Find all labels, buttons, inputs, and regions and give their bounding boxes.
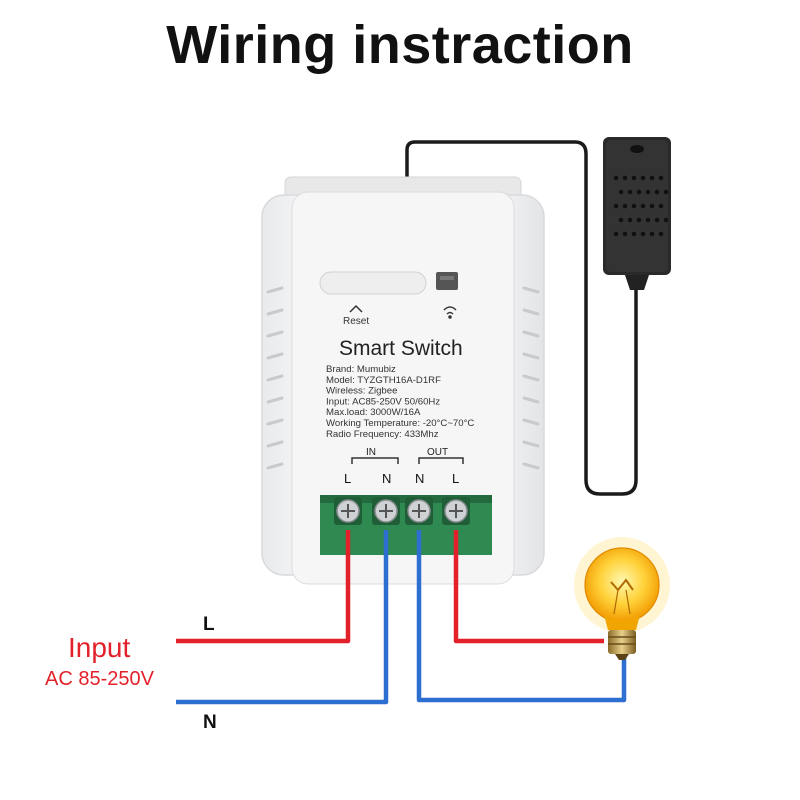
vent-slot [266,374,284,382]
sensor-vent-hole [636,217,642,223]
sensor-vent-hole [663,189,669,195]
vent-slot [522,330,540,338]
terminal-label: N [382,471,391,486]
vent-slot [522,308,540,316]
spec-line: Working Temperature: -20°C~70°C [326,418,474,429]
vent-slot [266,330,284,338]
light-bulb-icon [574,537,670,660]
input-label: Input [68,632,131,663]
sensor-vent-hole [613,231,619,237]
sensor-vent-hole [622,203,628,209]
reset-arrow-icon [349,304,363,313]
spec-line: Radio Frequency: 433Mhz [326,429,439,440]
vent-slot [522,418,540,426]
pairing-led-window [436,272,458,290]
vent-slot [522,374,540,382]
input-voltage-range: AC 85-250V [45,668,154,690]
sensor-vent-hole [645,189,651,195]
page-title: Wiring instraction [166,15,634,75]
sensor-vent-hole [649,231,655,237]
spec-line: Brand: Mumubiz [326,364,396,375]
sensor-vent-hole [640,231,646,237]
wires [176,530,627,705]
vent-slot [522,286,540,294]
temperature-humidity-sensor-icon [603,137,671,290]
sensor-vent-hole [622,231,628,237]
vent-slot [266,352,284,360]
vent-slot [266,396,284,404]
live-wire-label: L [203,614,215,635]
sensor-vent-hole [640,175,646,181]
sensor-vent-hole [645,217,651,223]
sensor-vent-hole [613,203,619,209]
terminal-screw-icon [442,497,470,525]
spec-line: Wireless: Zigbee [326,386,397,397]
sensor-vent-hole [627,189,633,195]
device-name: Smart Switch [339,337,463,360]
sensor-vent-hole [627,217,633,223]
sensor-vent-hole [631,231,637,237]
vent-slot [266,440,284,448]
sensor-vent-hole [631,203,637,209]
sensor-vent-hole [658,175,664,181]
vent-slot [266,418,284,426]
vent-slot [522,440,540,448]
sensor-vent-hole [636,189,642,195]
wifi-signal-icon [443,306,457,319]
sensor-vent-hole [622,175,628,181]
spec-line: Max.load: 3000W/16A [326,407,421,418]
spec-line: Input: AC85-250V 50/60Hz [326,396,440,407]
smart-switch-device [261,176,545,585]
terminal-screw-icon [372,497,400,525]
spec-line: Model: TYZGTH16A-D1RF [326,375,441,386]
sensor-cable [405,140,638,496]
sensor-vent-hole [663,217,669,223]
terminal-screw-icon [405,497,433,525]
neutral-wire-label: N [203,712,217,733]
sensor-vent-hole [654,189,660,195]
vent-slot [522,462,540,470]
sensor-vent-hole [649,175,655,181]
terminal-label: L [344,471,351,486]
sensor-vent-hole [618,217,624,223]
sensor-vent-hole [649,203,655,209]
terminal-label: N [415,471,424,486]
sensor-vent-hole [658,203,664,209]
out-label: OUT [427,447,448,458]
vent-slot [522,396,540,404]
reset-label: Reset [343,316,369,327]
vent-slot [266,462,284,470]
in-label: IN [366,447,376,458]
sensor-vent-hole [613,175,619,181]
sensor-vent-hole [640,203,646,209]
vent-slot [266,308,284,316]
terminal-label: L [452,471,459,486]
sensor-vent-hole [658,231,664,237]
vent-slot [522,352,540,360]
terminal-screw-icon [334,497,362,525]
vent-slot [266,286,284,294]
sensor-vent-hole [631,175,637,181]
sensor-vent-hole [654,217,660,223]
sensor-vent-hole [618,189,624,195]
